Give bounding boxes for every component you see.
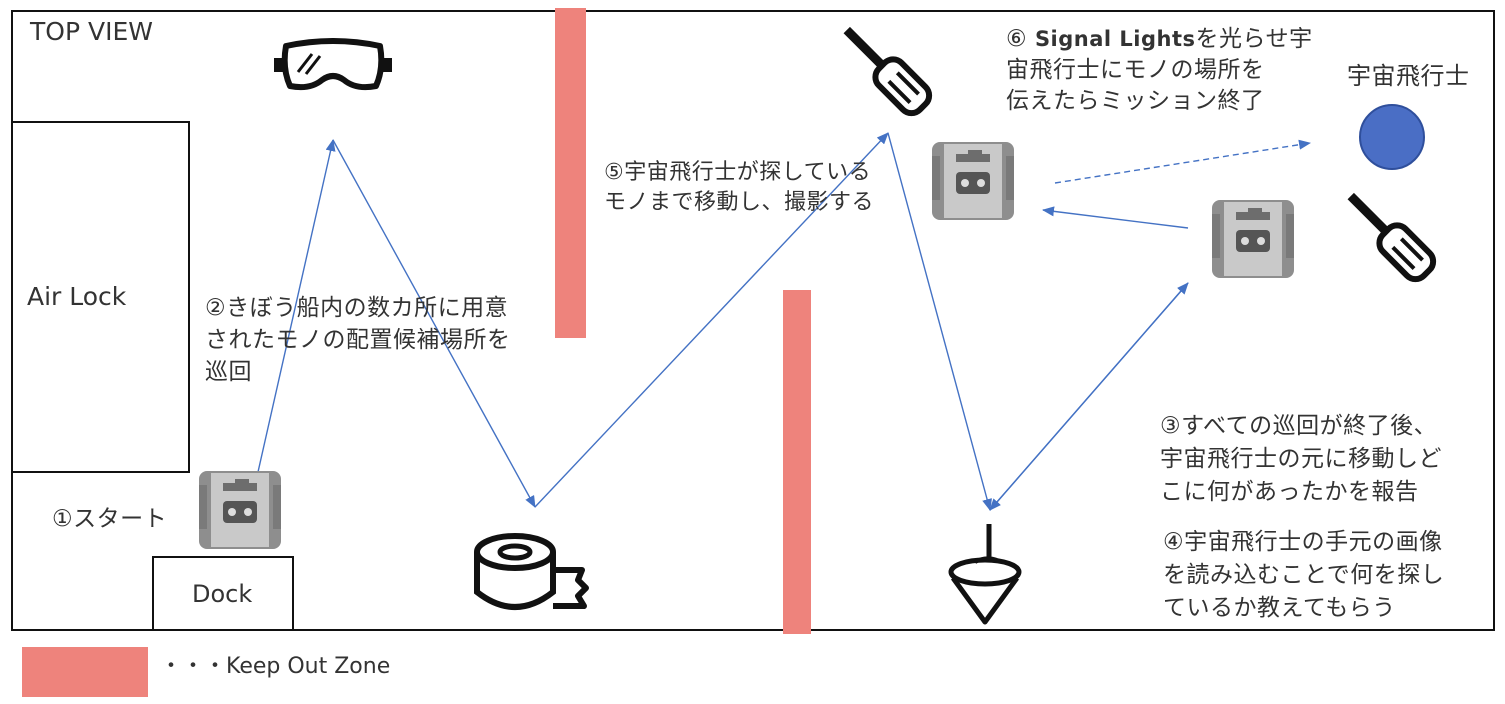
signal-arrow xyxy=(1054,139,1311,184)
step-2-line: ②きぼう船内の数カ所に用意 xyxy=(205,295,509,321)
step-3-text: ③すべての巡回が終了後、 宇宙飛行士の元に移動しど こに何があったかを報告 xyxy=(1160,410,1442,509)
view-title: TOP VIEW xyxy=(30,17,153,46)
airlock-label: Air Lock xyxy=(27,282,127,311)
screwdriver-icon xyxy=(1347,192,1437,283)
spinning-top-icon xyxy=(948,524,1022,625)
dock-area: Dock xyxy=(152,556,294,631)
step-2-line: されたモノの配置候補場所を xyxy=(205,327,511,353)
keep-out-zone xyxy=(555,8,586,338)
step-3-line: ③すべての巡回が終了後、 xyxy=(1160,413,1438,439)
robot-icon xyxy=(199,471,281,549)
legend-swatch xyxy=(22,647,148,697)
route-arrow xyxy=(1042,206,1189,229)
step-4-text: ④宇宙飛行士の手元の画像 を読み込むことで何を探し ているか教えてもらう xyxy=(1163,526,1444,625)
goggles-icon xyxy=(274,38,392,91)
step-3-line: 宇宙飛行士の元に移動しど xyxy=(1160,446,1442,472)
keep-out-zone xyxy=(783,290,811,634)
astronaut-label: 宇宙飛行士 xyxy=(1347,62,1470,90)
step-4-line: ているか教えてもらう xyxy=(1163,595,1396,621)
step-6-text: ⑥ Signal Lightsを光らせ宇 宙飛行士にモノの場所を 伝えたらミッシ… xyxy=(1006,24,1313,117)
route-arrow xyxy=(332,139,536,508)
robot-icon xyxy=(932,142,1014,220)
step-1-text: ①スタート xyxy=(52,506,168,532)
screwdriver-icon xyxy=(843,26,933,117)
airlock-area: Air Lock xyxy=(11,121,190,473)
route-arrow xyxy=(989,282,1189,511)
tape-roll-icon xyxy=(474,533,589,610)
signal-lights-term: Signal Lights xyxy=(1034,27,1196,51)
astronaut-circle xyxy=(1359,104,1425,170)
step-3-line: こに何があったかを報告 xyxy=(1160,479,1419,505)
route-arrow xyxy=(534,132,889,508)
step-5-text: ⑤宇宙飛行士が探している モノまで移動し、撮影する xyxy=(604,158,874,218)
robot-icon xyxy=(1212,200,1294,278)
step-6-line: 宙飛行士にモノの場所を xyxy=(1006,57,1265,83)
step-2-line: 巡回 xyxy=(205,359,252,385)
step-5-line: モノまで移動し、撮影する xyxy=(604,190,875,215)
step-5-line: ⑤宇宙飛行士が探している xyxy=(604,160,872,185)
step-6-line: 伝えたらミッション終了 xyxy=(1006,88,1265,114)
dock-label: Dock xyxy=(192,580,253,608)
route-arrow xyxy=(257,139,336,473)
route-arrow xyxy=(887,132,992,511)
step-4-line: ④宇宙飛行士の手元の画像 xyxy=(1163,529,1443,555)
step-4-line: を読み込むことで何を探し xyxy=(1163,562,1445,588)
legend-text: ・・・Keep Out Zone xyxy=(160,654,391,679)
step-2-text: ②きぼう船内の数カ所に用意 されたモノの配置候補場所を 巡回 xyxy=(205,292,511,388)
